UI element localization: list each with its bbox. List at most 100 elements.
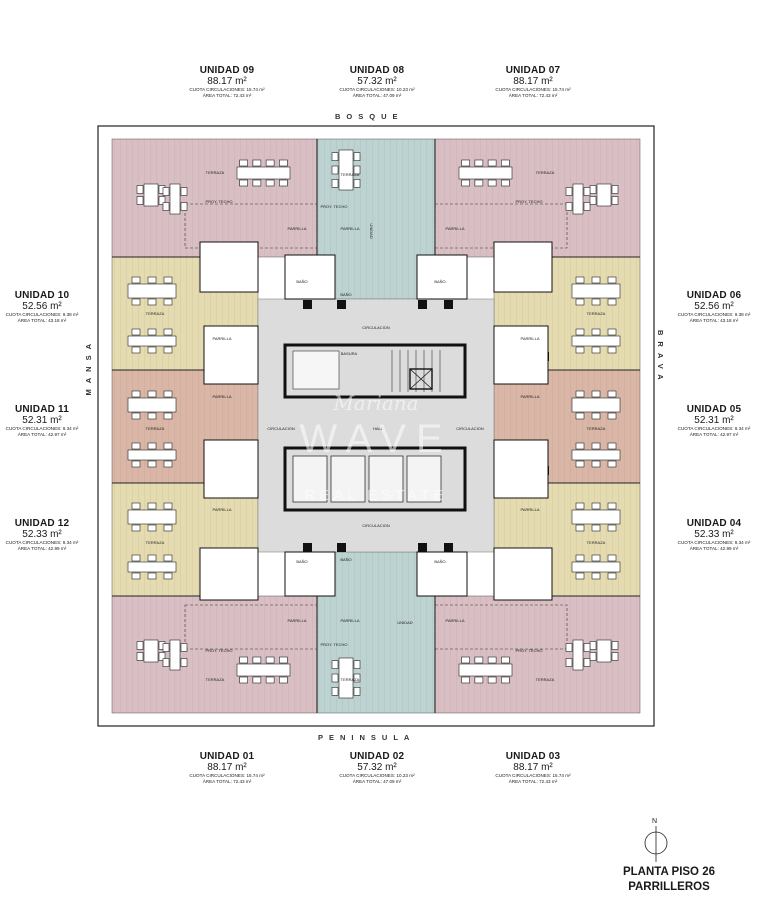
core-shafts — [283, 343, 467, 512]
unit-cuota: CUOTA CIRCULACIONES: 9.38 m² — [677, 312, 751, 317]
unit-total: ÁREA TOTAL: 42.97 m² — [689, 431, 739, 437]
unit-cuota: CUOTA CIRCULACIONES: 10.23 m² — [339, 773, 415, 778]
column — [303, 300, 312, 309]
chair — [575, 298, 585, 306]
unit-cuota: CUOTA CIRCULACIONES: 15.74 m² — [189, 87, 265, 92]
table — [338, 149, 354, 191]
chair — [487, 676, 497, 684]
chair — [163, 276, 173, 284]
chair — [583, 643, 591, 652]
table — [571, 335, 621, 347]
compass-icon — [644, 826, 668, 862]
unit-area: 52.31 m² — [694, 414, 734, 426]
label-parrilla-05b: PARRILLA — [520, 507, 539, 512]
unit-total: ÁREA TOTAL: 42.99 m² — [689, 545, 739, 551]
unit-label-09: UNIDAD 09 88.17 m² CUOTA CIRCULACIONES: … — [172, 65, 282, 98]
table — [572, 183, 584, 215]
chair — [265, 656, 275, 664]
chair — [474, 676, 484, 684]
chair — [353, 687, 361, 696]
chair — [131, 298, 141, 306]
unit-cuota: CUOTA CIRCULACIONES: 9.34 m² — [5, 426, 79, 431]
chair — [163, 328, 173, 336]
chair — [163, 554, 173, 562]
chair — [353, 179, 361, 188]
chair — [131, 442, 141, 450]
chair — [591, 554, 601, 562]
unit-total: ÁREA TOTAL: 72.43 m² — [202, 778, 252, 784]
unit-total: ÁREA TOTAL: 43.18 m² — [689, 317, 739, 323]
plan-title-line2: PARRILLEROS — [628, 880, 710, 893]
chair — [575, 390, 585, 398]
label-terraza-03: TERRAZA — [536, 677, 555, 682]
chair — [565, 643, 573, 652]
label-parrilla-05a: PARRILLA — [520, 394, 539, 399]
chair — [180, 187, 188, 196]
chair — [131, 572, 141, 580]
chair — [607, 460, 617, 468]
chair — [591, 572, 601, 580]
chair — [158, 196, 166, 205]
chair — [239, 159, 248, 167]
table — [169, 639, 181, 671]
chair — [162, 643, 170, 652]
unit-area: 57.32 m² — [357, 761, 397, 773]
label-terraza-10: TERRAZA — [146, 311, 165, 316]
chair — [353, 673, 361, 683]
unit-name: UNIDAD 05 — [686, 404, 742, 415]
chair — [147, 442, 157, 450]
unit-name: UNIDAD 12 — [14, 518, 70, 529]
label-terraza-04: TERRAZA — [587, 540, 606, 545]
unit-label-08: UNIDAD 08 57.32 m² CUOTA CIRCULACIONES: … — [322, 65, 432, 98]
chair — [565, 187, 573, 196]
chair — [239, 179, 248, 187]
chair — [611, 185, 619, 194]
chair — [131, 412, 141, 420]
unit-cuota: CUOTA CIRCULACIONES: 9.34 m² — [677, 540, 751, 545]
chair — [136, 196, 144, 205]
unit-total: ÁREA TOTAL: 42.97 m² — [17, 431, 67, 437]
chair — [180, 658, 188, 667]
label-terraza-07: TERRAZA — [536, 170, 555, 175]
chair — [131, 554, 141, 562]
chair — [252, 159, 262, 167]
chair — [607, 572, 617, 580]
deck-hatching — [112, 139, 640, 713]
label-parrilla-02: PARRILLA — [340, 618, 359, 623]
chair — [331, 660, 339, 669]
chair — [353, 165, 361, 175]
table — [571, 397, 621, 413]
chair — [474, 159, 484, 167]
chair — [611, 641, 619, 650]
unit-total: ÁREA TOTAL: 47.09 m² — [352, 778, 402, 784]
label-terraza-06: TERRAZA — [587, 311, 606, 316]
table — [571, 561, 621, 573]
unit-area: 52.56 m² — [22, 300, 62, 312]
chair — [575, 276, 585, 284]
chair — [163, 298, 173, 306]
chair — [461, 179, 470, 187]
chair — [575, 460, 585, 468]
table — [572, 639, 584, 671]
chair — [147, 298, 157, 306]
chair — [279, 179, 288, 187]
table — [127, 283, 177, 299]
chair — [131, 524, 141, 532]
chair — [607, 412, 617, 420]
unit-total: ÁREA TOTAL: 47.09 m² — [352, 92, 402, 98]
unit-label-04: UNIDAD 04 52.33 m² CUOTA CIRCULACIONES: … — [671, 518, 757, 551]
label-bano-4: BAÑO — [296, 559, 307, 564]
unit-name: UNIDAD 10 — [14, 290, 70, 301]
chair — [461, 159, 470, 167]
chair — [162, 658, 170, 667]
street-bottom: PENINSULA — [318, 733, 416, 742]
chair — [147, 524, 157, 532]
chair — [147, 346, 157, 354]
table — [236, 663, 291, 677]
chair — [607, 346, 617, 354]
unit-name: UNIDAD 04 — [686, 518, 742, 529]
basura-room — [292, 350, 340, 390]
chair — [131, 346, 141, 354]
chair — [611, 196, 619, 205]
label-parrilla-01: PARRILLA — [287, 618, 306, 623]
